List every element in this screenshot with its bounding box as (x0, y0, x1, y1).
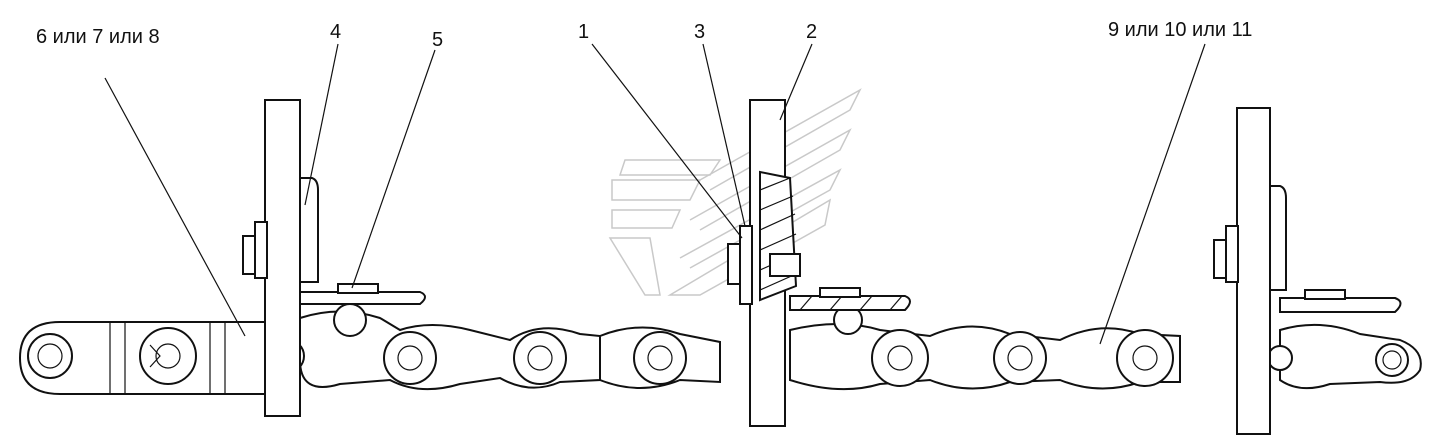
leader-lines (104, 43, 1206, 345)
callout-2: 2 (806, 21, 818, 43)
roller (871, 329, 929, 387)
scraper-center (727, 99, 911, 427)
callout-3: 3 (694, 21, 706, 43)
roller (1375, 343, 1409, 377)
scraper-right (1213, 107, 1402, 435)
callout-1: 1 (578, 21, 590, 43)
callout-4: 4 (330, 21, 342, 43)
roller (1267, 345, 1293, 371)
callout-9-10-11: 9 или 10 или 11 (1108, 19, 1253, 41)
roller (383, 331, 437, 385)
roller (139, 327, 197, 385)
chain (18, 303, 1422, 395)
callout-6-7-8: 6 или 7 или 8 (36, 26, 160, 48)
roller (1116, 329, 1174, 387)
roller (513, 331, 567, 385)
callout-5: 5 (432, 29, 444, 51)
roller (333, 303, 367, 337)
roller (633, 331, 687, 385)
scraper-left (242, 99, 426, 417)
roller (27, 333, 73, 379)
roller (993, 331, 1047, 385)
